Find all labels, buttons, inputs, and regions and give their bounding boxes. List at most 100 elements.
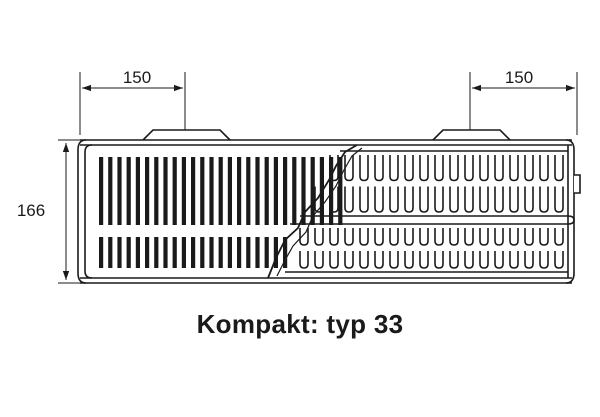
front-grille <box>99 157 343 268</box>
fin-loop <box>329 228 339 246</box>
fin-loop <box>359 251 369 269</box>
fin-loop <box>374 251 384 269</box>
grille-slot <box>273 237 278 268</box>
fin-loop <box>344 186 354 213</box>
fin-loop <box>374 155 384 182</box>
grille-slot <box>310 157 315 225</box>
fin-loop <box>539 251 549 269</box>
grille-slot <box>126 157 131 225</box>
fin-loop <box>314 228 324 246</box>
fin-loop <box>419 186 429 213</box>
grille-slot <box>108 237 113 268</box>
grille-slot <box>237 237 242 268</box>
dimension-left-label: 150 <box>123 68 151 87</box>
dimension-left-top <box>79 72 186 135</box>
diagram-caption: Kompakt: typ 33 <box>196 309 404 339</box>
fin-loop <box>479 251 489 269</box>
dimension-right-label: 150 <box>505 68 533 87</box>
fin-loop <box>524 251 534 269</box>
fin-loop <box>434 186 444 213</box>
grille-slot <box>264 157 269 225</box>
grille-slot <box>301 157 306 225</box>
panel-tubes <box>285 150 575 273</box>
grille-slot <box>126 237 131 268</box>
fin-loop <box>449 155 459 182</box>
grille-slot <box>99 157 104 225</box>
fin-loop <box>494 228 504 246</box>
fin-loop <box>524 155 534 182</box>
grille-slot <box>117 157 122 225</box>
fin-loop <box>404 251 414 269</box>
fin-loop <box>524 186 534 213</box>
grille-slot <box>237 157 242 225</box>
fin-loop <box>389 228 399 246</box>
left-top-connection <box>142 129 231 141</box>
grille-slot <box>135 237 140 268</box>
fin-loop <box>404 155 414 182</box>
fin-loop <box>449 251 459 269</box>
fin-loop <box>449 228 459 246</box>
fin-loop <box>494 186 504 213</box>
fin-loop <box>314 186 324 213</box>
grille-slot <box>209 237 214 268</box>
grille-slot <box>163 157 168 225</box>
grille-slot <box>255 157 260 225</box>
fin-loop <box>464 155 474 182</box>
fin-loop <box>419 251 429 269</box>
fin-loop <box>404 228 414 246</box>
fin-loop <box>464 251 474 269</box>
fin-loop <box>419 155 429 182</box>
fin-loop <box>359 228 369 246</box>
fin-loop <box>434 155 444 182</box>
fin-loop <box>539 186 549 213</box>
fin-loop <box>389 155 399 182</box>
grille-slot <box>338 157 343 225</box>
fin-loop <box>404 186 414 213</box>
fin-loop <box>344 228 354 246</box>
grille-slot <box>145 157 150 225</box>
fin-loop <box>464 186 474 213</box>
cutaway-edge-inner <box>276 147 363 277</box>
fin-loop <box>329 186 339 213</box>
grille-slot <box>181 157 186 225</box>
fin-loop <box>494 251 504 269</box>
grille-slot <box>283 237 288 268</box>
fin-loop <box>554 186 564 213</box>
dimension-height-label: 166 <box>17 201 45 220</box>
grille-slot <box>117 237 122 268</box>
fin-loop <box>509 155 519 182</box>
fin-loop <box>554 155 564 182</box>
grille-slot <box>172 157 177 225</box>
grille-slot <box>292 157 297 225</box>
fin-loop <box>554 228 564 246</box>
grille-slot <box>273 157 278 225</box>
grille-slot <box>200 237 205 268</box>
fin-loop <box>554 251 564 269</box>
fin-loop <box>329 251 339 269</box>
right-top-connection <box>432 129 511 141</box>
fin-loop <box>539 228 549 246</box>
dimension-height <box>58 139 80 284</box>
side-valve <box>574 174 581 194</box>
grille-slot <box>218 157 223 225</box>
fin-loop <box>299 228 309 246</box>
fin-loop <box>314 251 324 269</box>
dimension-right-top <box>469 72 578 135</box>
fin-loop <box>509 186 519 213</box>
grille-slot <box>246 237 251 268</box>
fin-loop <box>524 228 534 246</box>
fin-loop <box>509 251 519 269</box>
grille-slot <box>264 237 269 268</box>
grille-slot <box>154 237 159 268</box>
fin-loop <box>374 186 384 213</box>
fin-loop <box>389 186 399 213</box>
grille-slot <box>283 157 288 225</box>
grille-slot <box>135 157 140 225</box>
fin-loop <box>479 228 489 246</box>
radiator-body <box>77 139 575 284</box>
fin-loop <box>299 251 309 269</box>
convector-fins <box>299 155 564 269</box>
fin-loop <box>494 155 504 182</box>
grille-slot <box>227 237 232 268</box>
